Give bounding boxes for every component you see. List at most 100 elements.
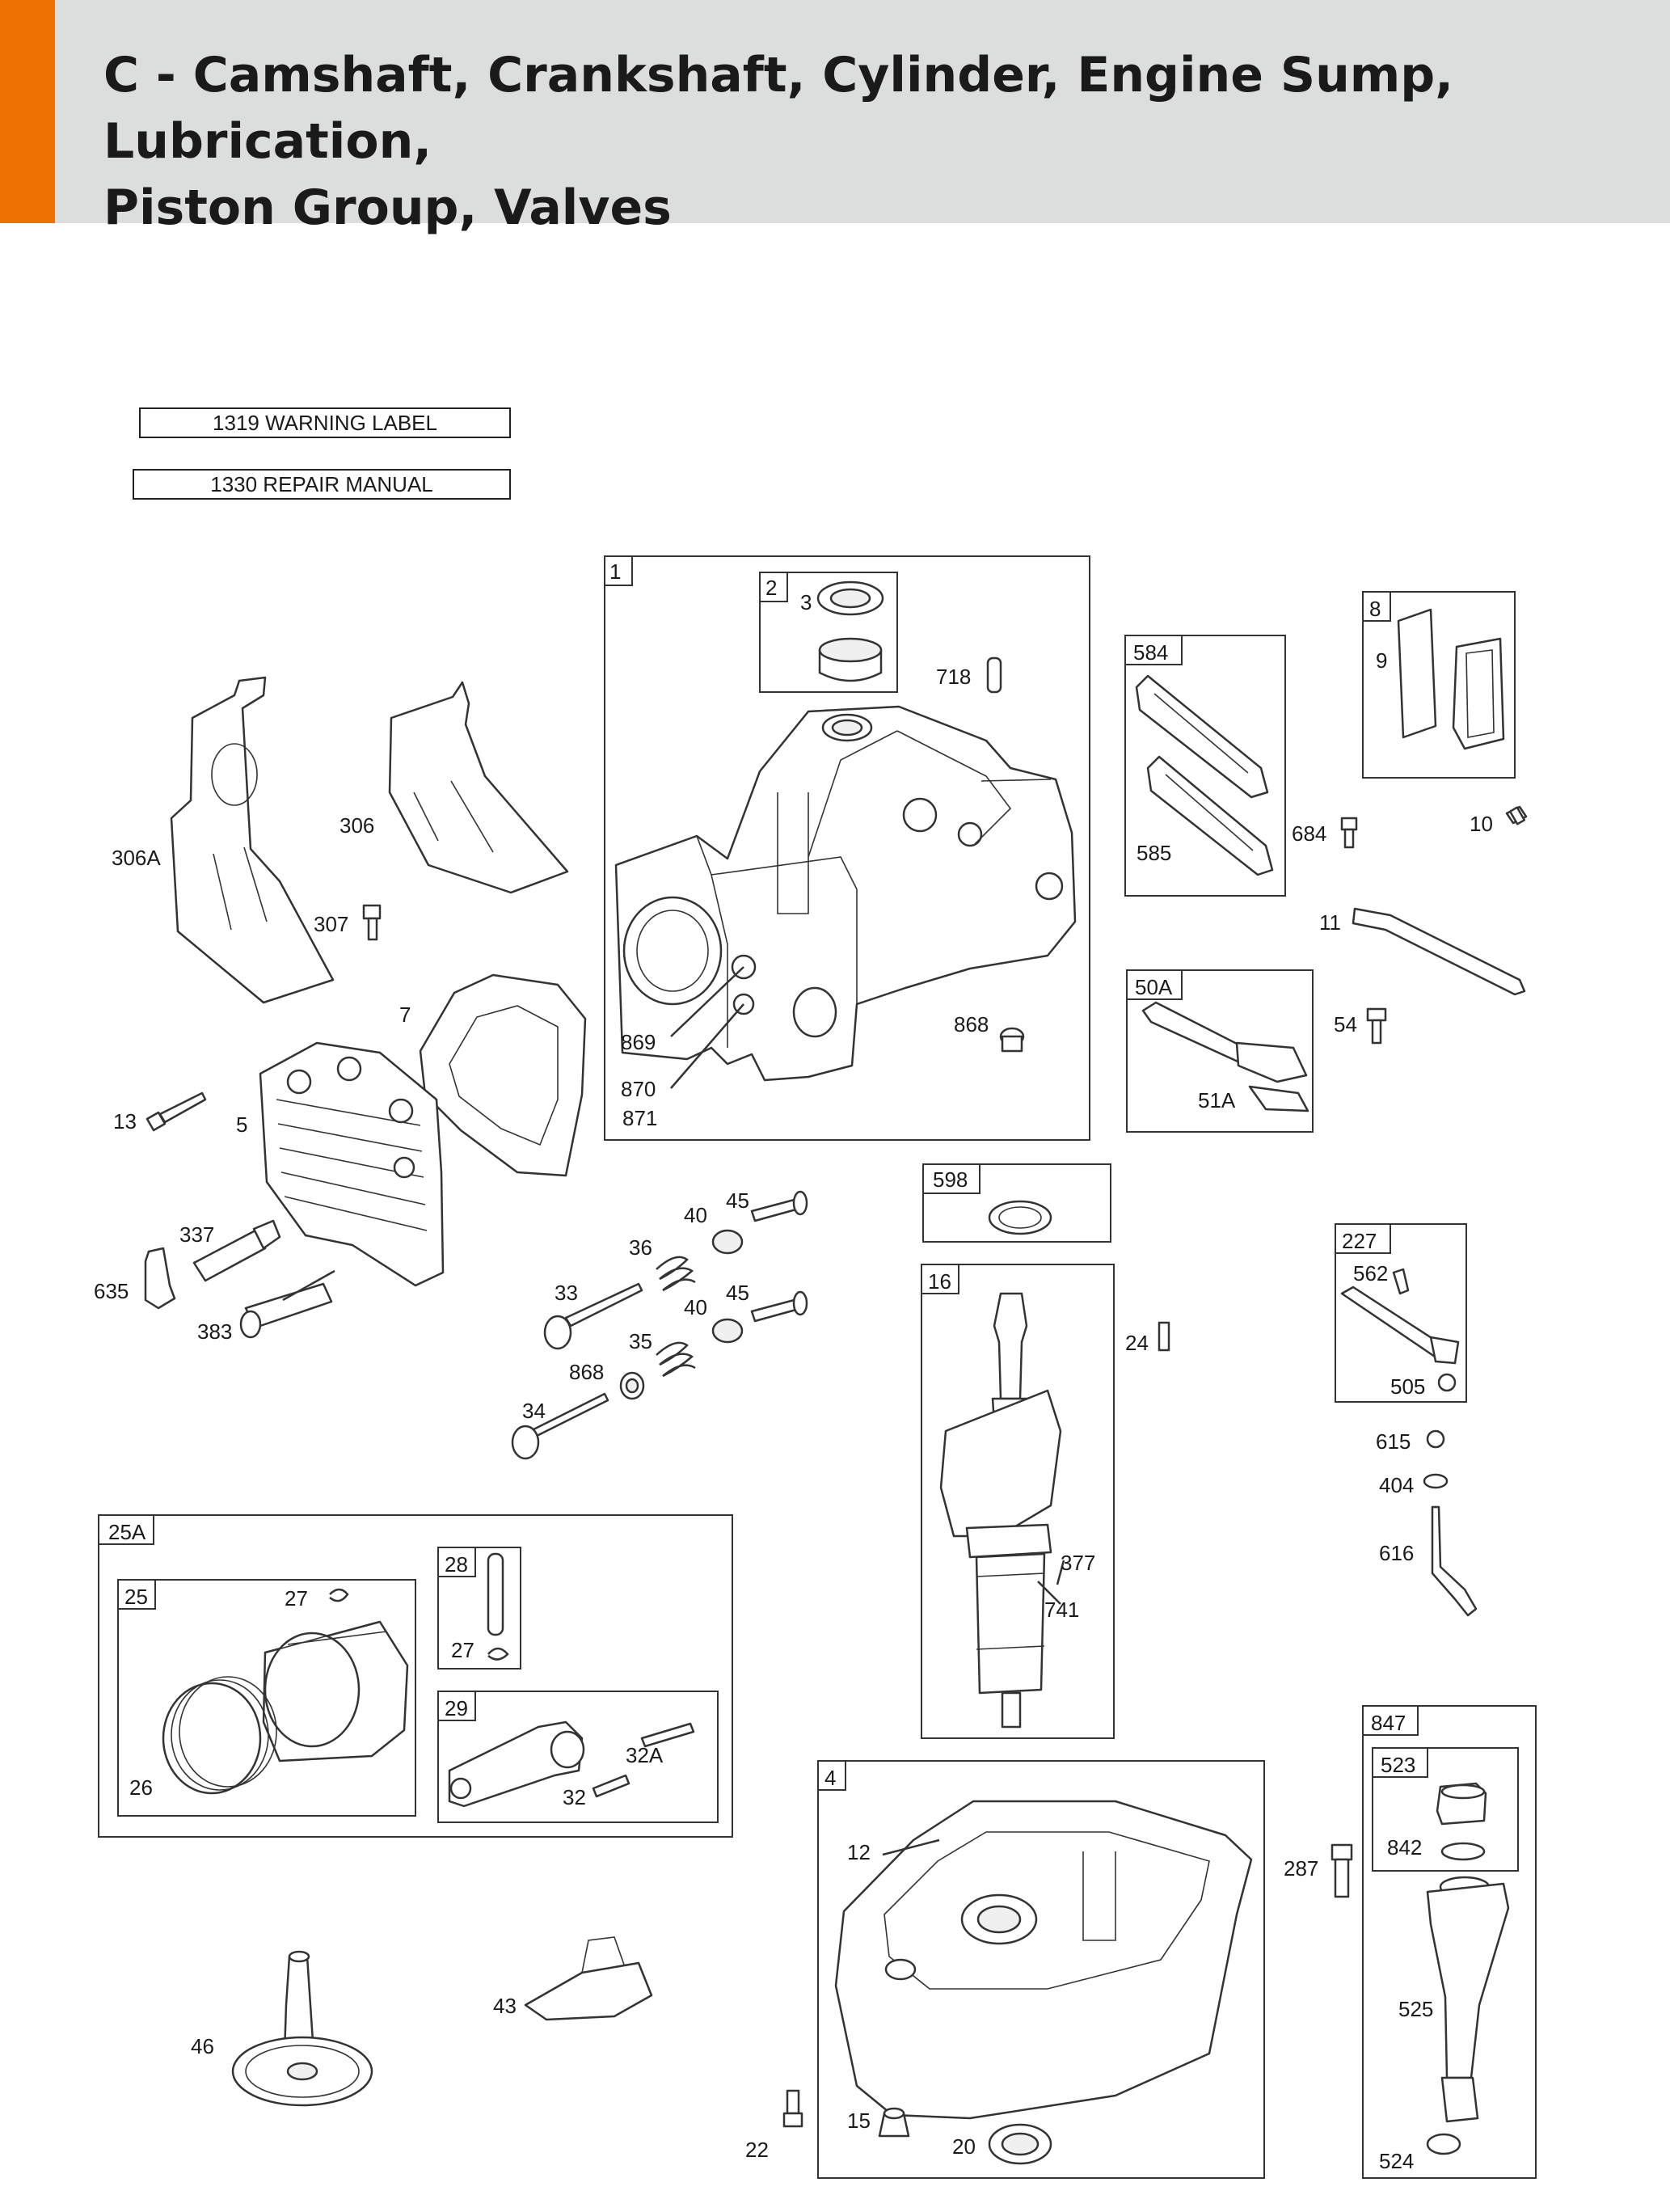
- callout-525: 525: [1398, 1997, 1433, 2021]
- callout-10: 10: [1470, 812, 1493, 836]
- callout-227: 227: [1342, 1229, 1377, 1253]
- seal-20-part: [988, 2123, 1052, 2165]
- callout-8: 8: [1369, 597, 1381, 621]
- callout-20: 20: [952, 2134, 976, 2159]
- group-tab-25: [117, 1579, 156, 1610]
- title-line-1: C - Camshaft, Crankshaft, Cylinder, Engi…: [103, 47, 1454, 170]
- oil-pump-43: [524, 1936, 653, 2021]
- dipstick-assembly-847: [1426, 1782, 1510, 2155]
- piston-pin-28: [487, 1552, 509, 1661]
- group-tab-598: [922, 1163, 980, 1194]
- group-tab-28: [437, 1547, 476, 1577]
- callout-50A: 50A: [1135, 975, 1173, 999]
- callout-51A: 51A: [1198, 1088, 1236, 1112]
- callout-4: 4: [824, 1766, 836, 1790]
- spark-plug-337: [192, 1219, 281, 1282]
- callout-598: 598: [933, 1167, 968, 1192]
- repair-manual-box: 1330 REPAIR MANUAL: [133, 469, 511, 500]
- callout-2: 2: [765, 576, 777, 600]
- group-box-8: [1362, 591, 1516, 779]
- cylinder-shroud-306A: [170, 676, 335, 1004]
- callout-22: 22: [745, 2138, 769, 2162]
- group-tab-2: [759, 572, 788, 602]
- governor-lever-227: [1340, 1268, 1460, 1392]
- header-accent-stripe: [0, 0, 55, 223]
- callout-306: 306: [339, 813, 374, 838]
- spark-plug-boot-635: [144, 1247, 176, 1310]
- callout-27-piston: 27: [285, 1586, 308, 1610]
- callout-287: 287: [1284, 1856, 1318, 1881]
- washer-615-404: [1423, 1429, 1449, 1489]
- callout-307: 307: [314, 912, 348, 936]
- callout-45-lower: 45: [726, 1281, 749, 1305]
- group-tab-4: [817, 1760, 846, 1791]
- title-line-2: Piston Group, Valves: [103, 179, 672, 236]
- callout-35: 35: [629, 1329, 652, 1353]
- callout-27-pin: 27: [451, 1638, 474, 1662]
- callout-869: 869: [621, 1030, 656, 1054]
- callout-383: 383: [197, 1319, 232, 1344]
- header-bar: [0, 0, 1670, 223]
- group-box-28: [437, 1547, 521, 1670]
- bolt-307-part: [362, 904, 382, 941]
- callout-15: 15: [847, 2109, 871, 2133]
- group-tab-25A: [98, 1514, 154, 1545]
- callout-24: 24: [1125, 1331, 1149, 1355]
- callout-404: 404: [1379, 1473, 1414, 1497]
- engine-sump-4: [834, 1800, 1253, 2120]
- group-box-598: [922, 1163, 1111, 1243]
- callout-523: 523: [1381, 1753, 1415, 1777]
- callout-43: 43: [493, 1994, 517, 2018]
- callout-13: 13: [113, 1109, 137, 1133]
- callout-842: 842: [1387, 1835, 1422, 1860]
- group-tab-16: [921, 1264, 959, 1294]
- tube-11-part: [1352, 907, 1526, 996]
- bolt-22-part: [782, 2089, 803, 2128]
- callout-635: 635: [94, 1279, 129, 1303]
- callout-847: 847: [1371, 1711, 1406, 1735]
- bolt-10-part: [1505, 805, 1528, 825]
- group-box-847: [1362, 1705, 1537, 2179]
- compression-release-383: [239, 1269, 335, 1339]
- callout-1: 1: [609, 559, 621, 584]
- head-gasket-7: [419, 973, 587, 1177]
- governor-shaft-616: [1431, 1505, 1478, 1617]
- group-tab-584: [1124, 635, 1183, 665]
- group-tab-29: [437, 1691, 476, 1721]
- group-tab-847: [1362, 1705, 1419, 1736]
- group-tab-1: [604, 555, 633, 586]
- group-box-25A: [98, 1514, 733, 1838]
- piston-assembly-25: [162, 1588, 409, 1795]
- callout-505: 505: [1390, 1374, 1425, 1399]
- callout-377: 377: [1061, 1551, 1095, 1575]
- group-box-50A: [1126, 969, 1314, 1133]
- group-box-523: [1372, 1747, 1519, 1872]
- gasket-set-584: [1135, 674, 1274, 876]
- group-tab-523: [1372, 1747, 1428, 1778]
- callout-34: 34: [522, 1399, 546, 1423]
- callout-45-upper: 45: [726, 1188, 749, 1213]
- group-box-16: [921, 1264, 1115, 1739]
- group-tab-8: [1362, 591, 1391, 622]
- plug-15-part: [878, 2107, 910, 2138]
- callout-615: 615: [1376, 1429, 1411, 1454]
- callout-11: 11: [1319, 910, 1341, 935]
- callout-562: 562: [1353, 1261, 1388, 1285]
- callout-25A: 25A: [108, 1520, 146, 1544]
- leader-377: [1056, 1560, 1065, 1585]
- oil-seal-part: [816, 580, 884, 616]
- head-bolt-13: [145, 1091, 207, 1132]
- group-box-227: [1335, 1223, 1467, 1403]
- callout-741: 741: [1044, 1598, 1079, 1622]
- group-tab-50A: [1126, 969, 1183, 1000]
- callout-871: 871: [622, 1106, 657, 1130]
- bushing-part: [818, 637, 883, 682]
- screw-684-part: [1340, 817, 1358, 849]
- callout-32A: 32A: [626, 1743, 664, 1767]
- callout-524: 524: [1379, 2149, 1414, 2173]
- callout-54: 54: [1334, 1012, 1357, 1036]
- group-box-2: [759, 572, 898, 693]
- page-title: C - Camshaft, Crankshaft, Cylinder, Engi…: [103, 42, 1639, 241]
- breather-assembly-50A: [1141, 1001, 1309, 1112]
